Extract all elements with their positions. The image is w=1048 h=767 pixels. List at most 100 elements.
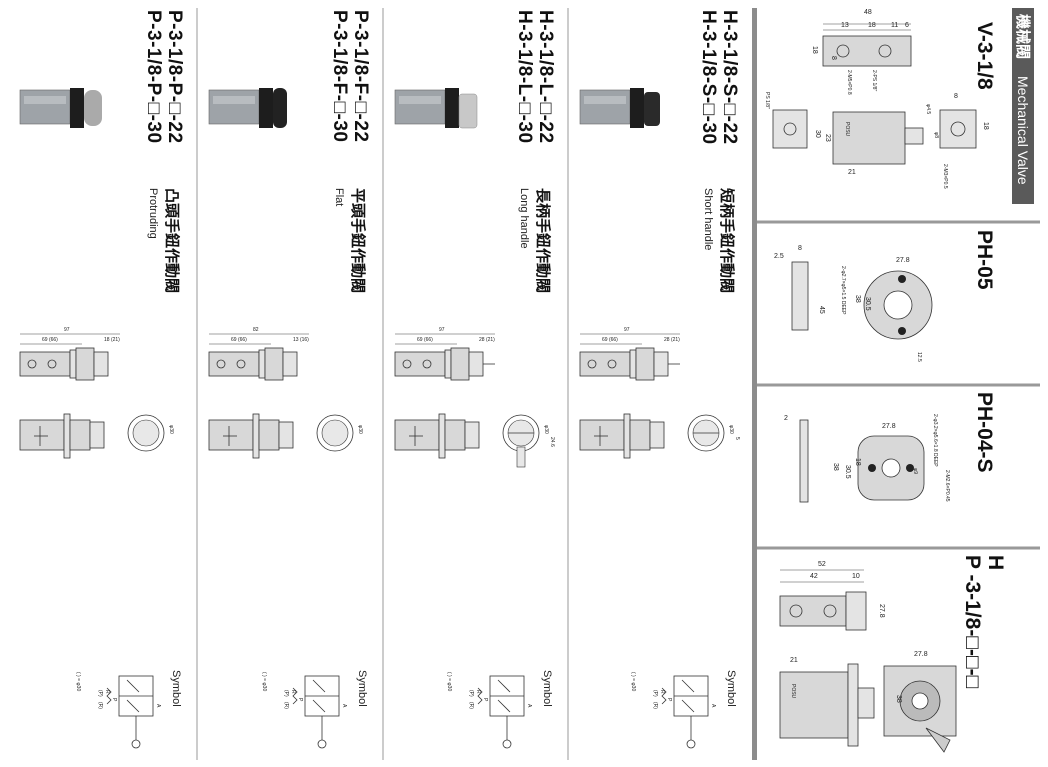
port-label: P: [297, 698, 303, 702]
product-column: H-3-1/8-L-□-22H-3-1/8-L-□-30長柄手鈕作動閥Long …: [394, 10, 556, 749]
symbol-note: ( ) = φ30: [75, 672, 81, 691]
dim-label: 2-PS 1/8": [871, 70, 877, 91]
dim-label: 2-φ2.7×φ5×1.5 DEEP: [840, 266, 846, 315]
port-label: A: [710, 704, 716, 708]
dim-label: 13: [841, 22, 849, 29]
port-label: P: [666, 698, 672, 702]
dim-label: 27.8: [878, 604, 885, 618]
dim-label: 38: [832, 463, 839, 471]
dim-label: 69 (66): [231, 337, 247, 343]
port-label: (R): [97, 702, 103, 709]
product-photo: [19, 88, 102, 128]
dim-label: 2: [784, 415, 788, 422]
dim-label: 30: [814, 130, 821, 138]
category-band: [1012, 8, 1034, 204]
port-label: P: [482, 698, 488, 702]
dim-label: 23: [824, 134, 831, 142]
dim-label: φ30: [168, 425, 174, 434]
right-panel-divider: [752, 8, 757, 760]
model-number: P-3-1/8-F-□-30: [329, 10, 350, 143]
dim-label: 21: [790, 657, 798, 664]
panel-title: V-3-1/8: [973, 22, 996, 90]
model-number: P-3-1/8-P-□-22: [164, 10, 185, 144]
dim-label: 28 (21): [479, 337, 495, 343]
product-column: P-3-1/8-P-□-22P-3-1/8-P-□-30凸頭手鈕作動閥Protr…: [19, 10, 185, 749]
dim-label: 69 (66): [417, 337, 433, 343]
product-name-cn: 凸頭手鈕作動閥: [163, 188, 181, 293]
dim-label: 97: [624, 327, 630, 333]
port-label: R: [290, 690, 296, 694]
product-photo: [394, 88, 478, 129]
dim-label: 21: [848, 169, 856, 176]
port-label: (R): [283, 702, 289, 709]
port-label: A: [526, 704, 532, 708]
dim-label: 82: [253, 327, 259, 333]
port-label: (R): [468, 702, 474, 709]
port-label: R: [104, 690, 110, 694]
model-number: H-3-1/8-L-□-22: [535, 10, 556, 144]
panel-ph05: PH-05 2.5 8 45 27.8 38 30.5 2-φ2.7×φ5×1.…: [774, 230, 996, 362]
model-number: P-3-1/8-F-□-22: [350, 10, 371, 143]
dim-label: 69 (66): [42, 337, 58, 343]
port-side-view: [772, 109, 808, 149]
product-column: H-3-1/8-S-□-22H-3-1/8-S-□-30短柄手鈕作動閥Short…: [579, 10, 740, 749]
dim-label: 24.6: [549, 437, 555, 447]
dim-label: 30.5: [844, 465, 851, 479]
dim-label: 10: [852, 573, 860, 580]
valve-top-view: [779, 595, 847, 627]
product-photo: [208, 88, 287, 128]
panel-title-line2: P -3-1/8-□-□-□: [961, 555, 984, 689]
dim-label: 18: [854, 458, 861, 466]
category-header: 機械閥 Mechanical Valve: [1012, 8, 1034, 204]
port-label: (P): [283, 690, 289, 697]
dim-label: φ9: [912, 468, 918, 474]
product-name-en: Flat: [333, 188, 345, 206]
port-label: A: [341, 704, 347, 708]
dim-label: φ30: [357, 425, 363, 434]
dim-label: 52: [818, 561, 826, 568]
panel-ph04s: PH-04-S 2 27.8 38 30.5 18 φ9 2-φ3.2×φ5.6…: [784, 392, 996, 503]
plate-side-view: [799, 419, 809, 503]
mount-side-view: [939, 109, 977, 149]
dim-label: 13 (16): [293, 337, 309, 343]
product-name-cn: 長柄手鈕作動閥: [534, 188, 552, 293]
dim-label: 6: [905, 22, 909, 29]
port-label: P: [111, 698, 117, 702]
dim-label: 27.8: [896, 257, 910, 264]
dim-label: 28 (21): [664, 337, 680, 343]
dim-label: 5: [734, 437, 740, 440]
dim-label: 2-M3×P0.5: [942, 164, 948, 189]
product-name-cn: 短柄手鈕作動閥: [718, 188, 736, 293]
symbol-note: ( ) = φ30: [261, 672, 267, 691]
port-label: (P): [652, 690, 658, 697]
port-label: R: [475, 690, 481, 694]
dim-label: 11: [891, 22, 898, 29]
dim-label: 42: [810, 573, 818, 580]
model-number: H-3-1/8-L-□-30: [514, 10, 535, 144]
model-number: P-3-1/8-P-□-30: [143, 10, 164, 144]
panel-h318: H P -3-1/8-□-□-□ 52 42 10 27.8 21 POSU 2…: [779, 555, 1007, 753]
dim-label: 97: [64, 327, 70, 333]
dim-label: 69 (66): [602, 337, 618, 343]
dim-label: 8: [954, 93, 958, 100]
dim-label: φ30: [728, 425, 734, 434]
model-number: H-3-1/8-S-□-22: [719, 10, 740, 145]
symbol-note: ( ) = φ30: [446, 672, 452, 691]
dim-label: 18: [868, 22, 876, 29]
symbol-label: Symbol: [725, 670, 737, 707]
valve-front-view: [779, 671, 849, 739]
panel-v318: V-3-1/8 48 13 18 11 6 18 8 2-M5×P0.8 2-P…: [764, 9, 996, 189]
port-label: (P): [97, 690, 103, 697]
valve-front-view: [832, 111, 906, 165]
category-en: Mechanical Valve: [1015, 76, 1031, 185]
symbol-note: ( ) = φ30: [630, 672, 636, 691]
panel-title: PH-05: [973, 230, 996, 290]
dimension-drawing: 82 69 (66) 13 (16) φ30: [208, 327, 363, 459]
